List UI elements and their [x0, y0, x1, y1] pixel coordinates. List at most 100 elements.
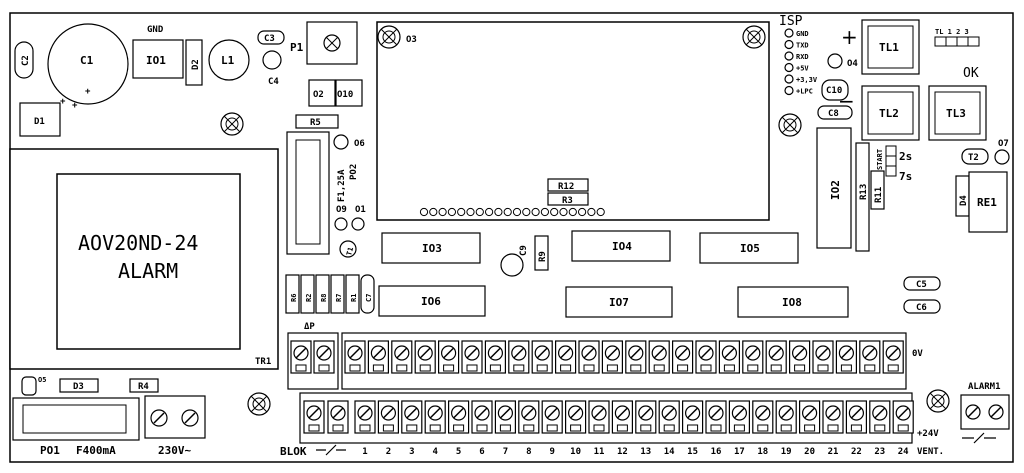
label-f1: F1,25A	[337, 169, 347, 202]
terminal-upper[interactable]	[859, 340, 881, 374]
terminal-number: 20	[804, 447, 815, 457]
label-t1: T1	[345, 246, 355, 256]
label-c2: C2	[21, 55, 31, 66]
mains-terminal[interactable]	[144, 395, 206, 439]
terminal-upper[interactable]	[391, 340, 413, 374]
relay-re1	[968, 171, 1008, 233]
terminal-upper[interactable]	[437, 340, 460, 374]
terminal-number: 2	[386, 447, 391, 457]
terminal-number: 11	[594, 447, 605, 457]
terminal-lower[interactable]	[611, 400, 634, 434]
transistor-t2	[961, 148, 989, 165]
alarm-terminal[interactable]	[960, 394, 1010, 430]
terminal-lower[interactable]	[377, 400, 400, 434]
terminal-lower[interactable]	[518, 400, 540, 434]
terminal-upper[interactable]	[344, 340, 366, 374]
transformer-model: AOV20ND-24	[78, 231, 198, 255]
terminal-lower[interactable]	[494, 400, 517, 434]
label-plus24v: +24V	[917, 429, 939, 439]
terminal-upper[interactable]	[718, 340, 741, 374]
terminal-lower[interactable]	[752, 400, 774, 434]
label-tl2: TL2	[879, 107, 899, 120]
label-tl-header: TL 1 2 3	[935, 28, 969, 36]
terminal-lower[interactable]	[401, 400, 423, 434]
terminal-lower[interactable]	[728, 400, 751, 434]
led-o4	[827, 53, 843, 69]
terminal-upper[interactable]	[812, 340, 834, 374]
terminal-dp[interactable]	[290, 340, 312, 374]
resistor-array	[285, 274, 375, 314]
terminal-upper[interactable]	[508, 340, 530, 374]
terminal-upper[interactable]	[461, 340, 483, 374]
terminal-upper[interactable]	[742, 340, 764, 374]
module-pin	[596, 207, 605, 217]
mounting-hole-right	[778, 113, 802, 137]
terminal-upper[interactable]	[578, 340, 600, 374]
isp-pin-label: RXD	[796, 53, 809, 61]
resistor-r3	[547, 192, 589, 206]
terminal-upper[interactable]	[367, 340, 390, 374]
terminal-lower[interactable]	[845, 400, 868, 434]
terminal-lower[interactable]	[354, 400, 376, 434]
terminal-number: 17	[734, 447, 745, 457]
button-tl1[interactable]	[861, 19, 920, 75]
terminal-upper[interactable]	[835, 340, 858, 374]
module-pin	[438, 207, 447, 217]
label-l1: L1	[221, 54, 235, 67]
module-pin	[419, 207, 429, 217]
timer-jumper-header[interactable]	[885, 145, 897, 177]
terminal-upper[interactable]	[601, 340, 624, 374]
label-d1: D1	[34, 117, 45, 127]
label-t2: T2	[968, 153, 979, 163]
terminal-upper[interactable]	[648, 340, 670, 374]
tl-jumper-header[interactable]	[934, 36, 980, 47]
terminal-lower[interactable]	[424, 400, 446, 434]
terminal-lower[interactable]	[635, 400, 657, 434]
terminal-lower[interactable]	[798, 400, 821, 434]
button-tl3[interactable]	[928, 85, 987, 141]
terminal-upper[interactable]	[554, 340, 577, 374]
button-tl2[interactable]	[861, 85, 920, 141]
label-io5: IO5	[740, 242, 760, 255]
terminal-upper[interactable]	[625, 340, 647, 374]
module-pin	[559, 207, 568, 217]
terminal-upper[interactable]	[531, 340, 553, 374]
capacitor-c6	[903, 299, 941, 314]
terminal-lower[interactable]	[775, 400, 797, 434]
label-o6: O6	[354, 139, 365, 149]
terminal-upper[interactable]	[882, 340, 904, 374]
terminal-lower[interactable]	[447, 400, 470, 434]
label-re1: RE1	[977, 196, 997, 209]
optocoupler-o10	[335, 79, 363, 107]
ic-io4	[571, 230, 671, 262]
terminal-upper[interactable]	[695, 340, 717, 374]
terminal-lower[interactable]	[541, 400, 563, 434]
terminal-lower[interactable]	[822, 400, 844, 434]
terminal-upper[interactable]	[484, 340, 507, 374]
terminal-upper[interactable]	[765, 340, 787, 374]
terminal-blok[interactable]	[303, 400, 325, 434]
terminal-blok[interactable]	[327, 400, 349, 434]
resistor-r9	[534, 235, 549, 271]
resistor-r11	[870, 170, 885, 210]
terminal-upper[interactable]	[671, 340, 694, 374]
terminal-lower[interactable]	[658, 400, 680, 434]
terminal-lower[interactable]	[681, 400, 704, 434]
terminal-lower[interactable]	[705, 400, 727, 434]
resistor-r12	[547, 178, 589, 192]
mounting-hole-bottom-left	[247, 392, 271, 416]
terminal-lower[interactable]	[471, 400, 493, 434]
label-c7: C7	[365, 294, 373, 302]
label-c10: C10	[826, 86, 842, 96]
terminal-dp[interactable]	[313, 340, 335, 374]
terminal-lower[interactable]	[564, 400, 587, 434]
terminal-lower[interactable]	[869, 400, 891, 434]
terminal-lower[interactable]	[892, 400, 914, 434]
label-io6: IO6	[421, 295, 441, 308]
terminal-lower[interactable]	[588, 400, 610, 434]
terminal-upper[interactable]	[788, 340, 811, 374]
module-pin	[522, 207, 531, 217]
label-o5: O5	[38, 376, 46, 384]
terminal-upper[interactable]	[414, 340, 436, 374]
c1-plus-1: +	[72, 101, 78, 111]
